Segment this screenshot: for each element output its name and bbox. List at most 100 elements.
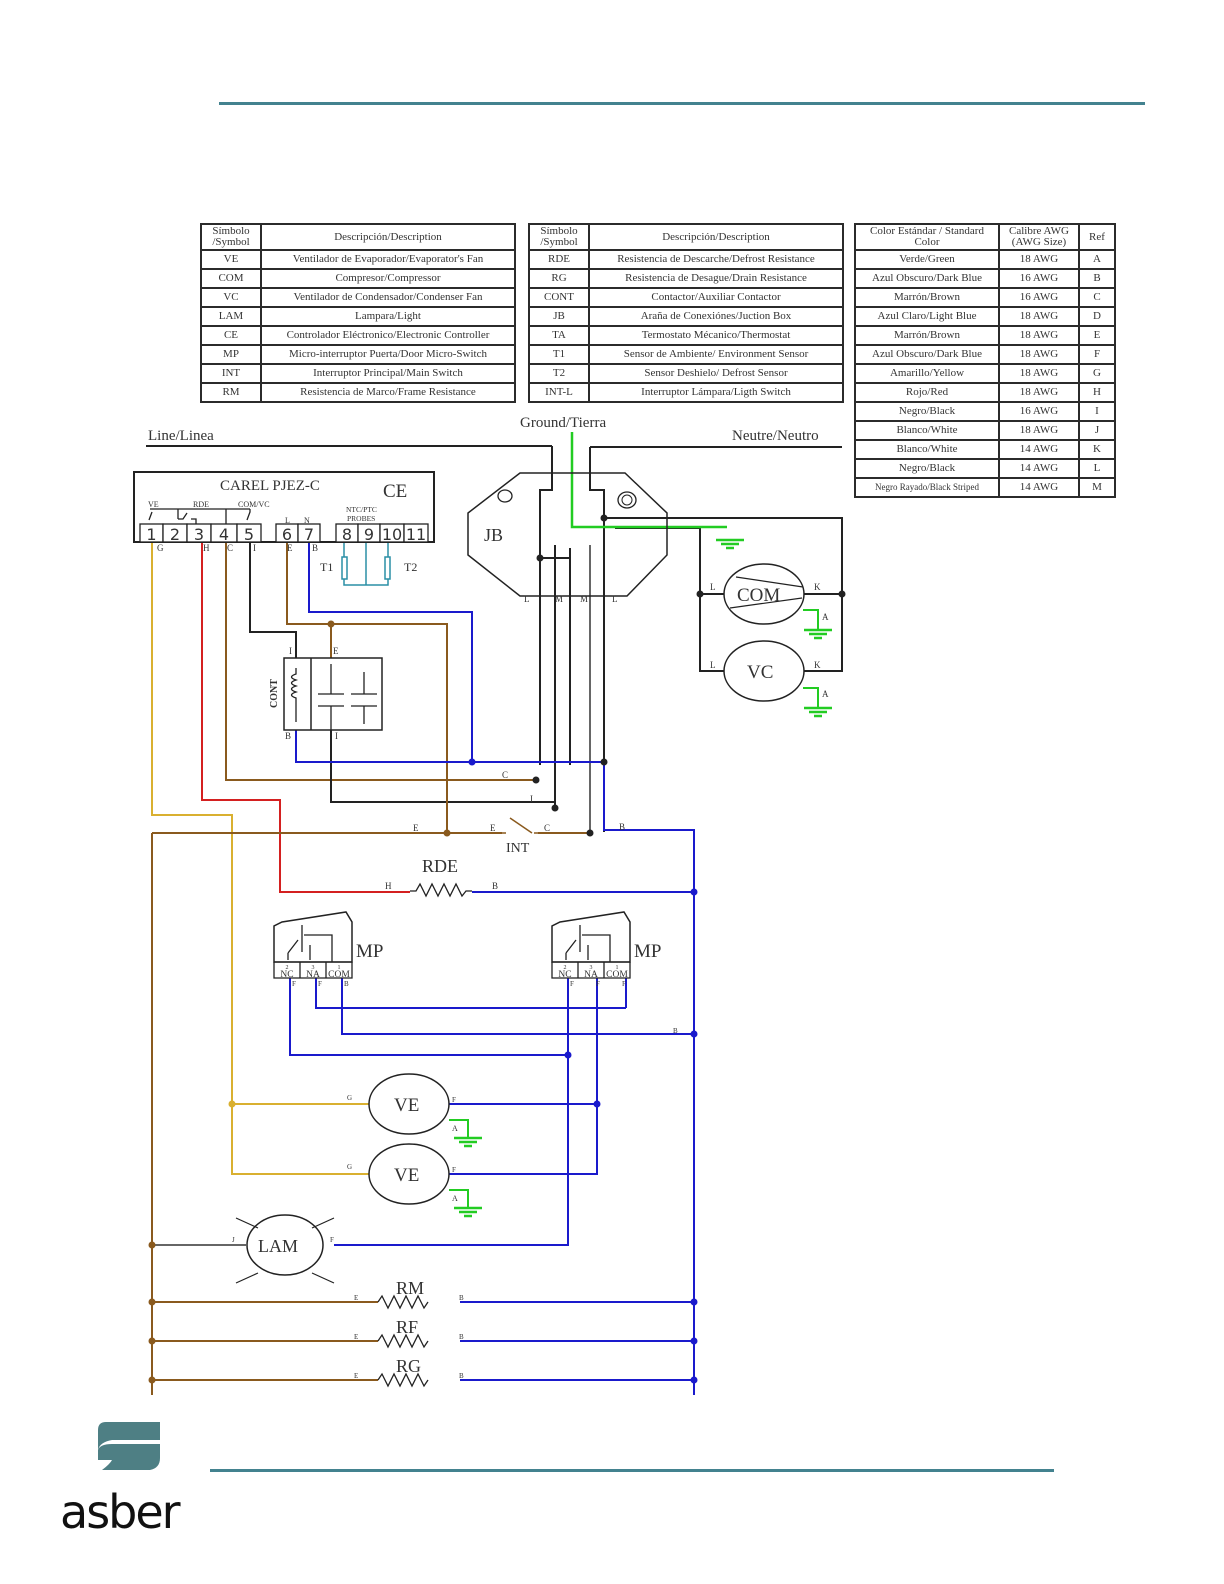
asber-logo: asber (60, 1420, 200, 1540)
sensor-t2 (384, 556, 391, 580)
table-cell: E (1078, 325, 1116, 346)
wire (151, 542, 233, 835)
mp-wire-tag: B (344, 980, 349, 988)
wire (289, 978, 568, 1056)
footer-rule (210, 1469, 1054, 1472)
table-cell: Azul Obscuro/Dark Blue (854, 268, 1000, 289)
mp-pin-com: COM (606, 970, 628, 980)
controller-terminal-6: 6 (282, 525, 292, 544)
jb-term-m2: M (580, 594, 588, 604)
wire (615, 527, 724, 672)
wire (308, 542, 473, 762)
ve1-term-f: F (452, 1096, 456, 1104)
terminal-wire-tag: H (203, 543, 210, 553)
cont-bot-b: B (285, 731, 291, 741)
resistor-symbol (377, 1333, 429, 1349)
ground-label: Ground/Tierra (520, 415, 606, 431)
wire (803, 609, 819, 630)
table-cell: D (1078, 306, 1116, 327)
table-cell: 18 AWG (998, 306, 1080, 327)
resistance-term-right: B (459, 1333, 464, 1341)
mp-body (273, 911, 353, 963)
table-cell: Resistencia de Marco/Frame Resistance (260, 382, 516, 403)
symbol-legend-table-1: Símbolo /Symbol Descripción/Description … (200, 223, 516, 403)
mp-label: MP (634, 941, 661, 962)
table-cell: T2 (528, 363, 590, 384)
main-switch-int: INT (502, 817, 538, 856)
header-rule (219, 102, 1145, 105)
cont-top-e: E (333, 646, 339, 656)
header-ref: Ref (1078, 223, 1116, 251)
junction-dot (551, 804, 559, 812)
controller-terminal-box (297, 523, 321, 543)
wire-tag-c: C (502, 770, 508, 780)
mp-pin-na: NA (306, 970, 320, 980)
terminal-wire-tag: G (157, 543, 164, 553)
wire (334, 978, 569, 1246)
probes-label-2: PROBES (347, 514, 375, 523)
junction-dot (148, 1241, 156, 1249)
header-awg: Calibre AWG (AWG Size) (998, 223, 1080, 251)
vc-term-k: K (814, 660, 821, 670)
header-color: Color Estándar / Standard Color (854, 223, 1000, 251)
table-cell: 14 AWG (998, 439, 1080, 460)
table-cell: 16 AWG (998, 268, 1080, 289)
controller-terminal-10: 10 (382, 525, 402, 544)
jb-hole-left (497, 489, 513, 503)
table-cell: CE (200, 325, 262, 346)
terminal-wire-tag: I (253, 543, 256, 553)
wire (330, 730, 555, 803)
wire-tag-b2: B (492, 881, 498, 891)
probes-label: NTC/PTC (346, 505, 377, 514)
lamp-lam: LAM J F (232, 1214, 335, 1284)
wire (803, 687, 819, 708)
wire-tag-e1: E (413, 823, 419, 833)
table-cell: J (1078, 420, 1116, 441)
table-cell: 18 AWG (998, 420, 1080, 441)
junction-dot (536, 554, 544, 562)
mp-label: MP (356, 941, 383, 962)
table-cell: Sensor Deshielo/ Defrost Sensor (588, 363, 844, 384)
wire (603, 765, 695, 1395)
table-cell: Resistencia de Desague/Drain Resistance (588, 268, 844, 289)
junction-dot (690, 1298, 698, 1306)
table-cell: L (1078, 458, 1116, 479)
header-description: Descripción/Description (260, 223, 516, 251)
relay-label-comvc: COM/VC (238, 500, 270, 509)
table-cell: 18 AWG (998, 382, 1080, 403)
com-label: COM (737, 585, 780, 606)
mp-wire-tag: F (622, 980, 626, 988)
table-cell: INT (200, 363, 262, 384)
controller-terminal-3: 3 (194, 525, 204, 544)
wire (231, 835, 369, 1175)
header-symbol: Símbolo /Symbol (200, 223, 262, 251)
com-term-k: K (814, 582, 821, 592)
ve1-label: VE (394, 1095, 419, 1116)
table-cell: Interruptor Lámpara/Ligth Switch (588, 382, 844, 403)
table-cell: Blanco/White (854, 420, 1000, 441)
lam-label: LAM (258, 1236, 298, 1256)
junction-dot (600, 514, 608, 522)
controller-terminal-box (236, 523, 262, 543)
table-cell: Controlador Eléctronico/Electronic Contr… (260, 325, 516, 346)
mp-wire-tag: F (570, 980, 574, 988)
controller-model: CAREL PJEZ-C (220, 478, 320, 494)
wire (449, 1189, 469, 1208)
resistance-term-left: E (354, 1372, 358, 1380)
controller-terminal-7: 7 (304, 525, 314, 544)
junction-dot (564, 1051, 572, 1059)
mp-pin-number: 1 (616, 965, 619, 971)
resistance-term-left: E (354, 1294, 358, 1302)
table-cell: INT-L (528, 382, 590, 403)
